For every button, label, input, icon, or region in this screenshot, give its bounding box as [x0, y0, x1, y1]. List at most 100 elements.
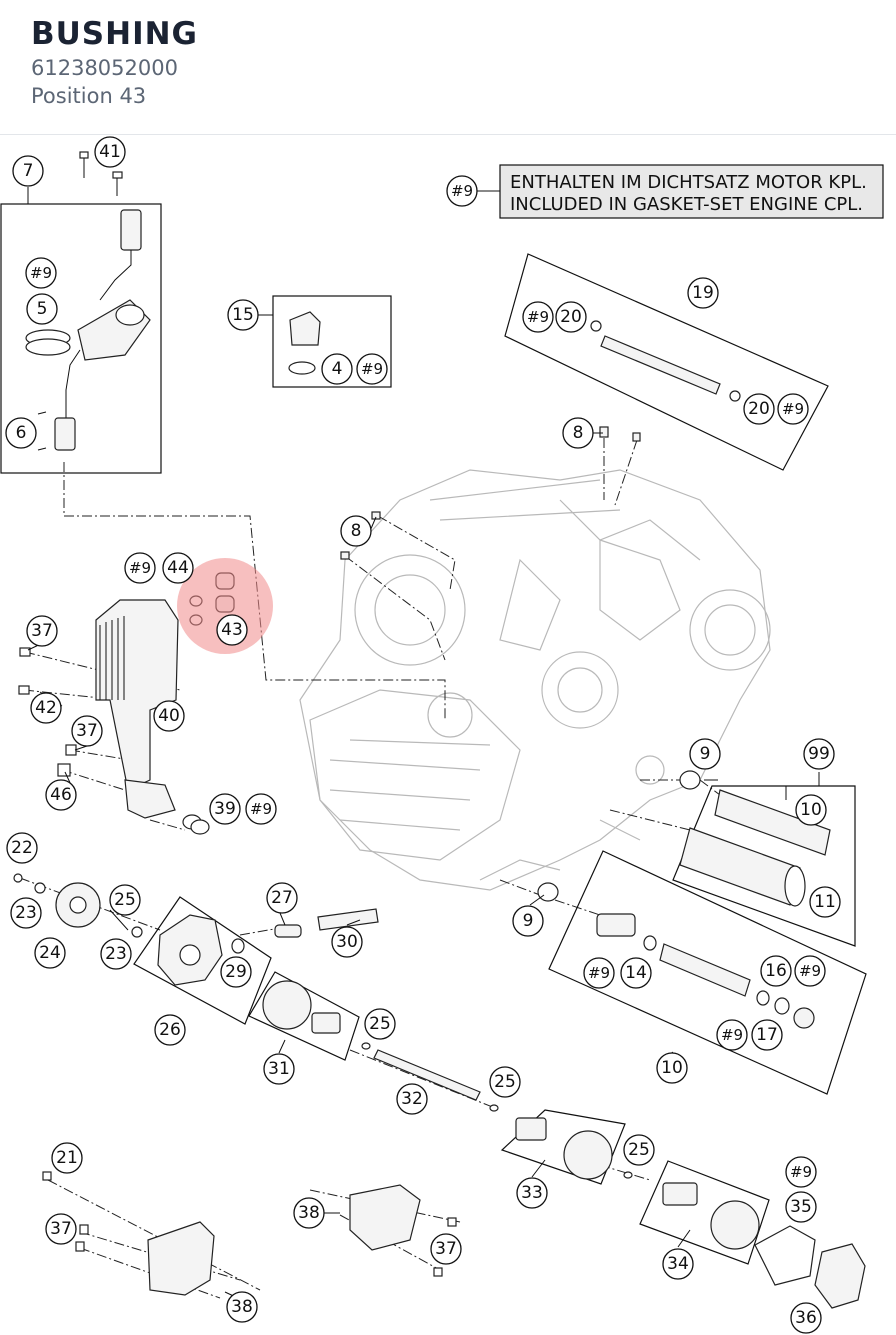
callout-9-oring[interactable]: #9: [245, 793, 277, 825]
callout-7[interactable]: 7: [12, 155, 44, 187]
svg-text:7: 7: [23, 161, 34, 181]
callout-9-cooler[interactable]: #9: [124, 552, 156, 584]
callout-34[interactable]: 34: [662, 1248, 694, 1280]
callout-9-seal-low[interactable]: 9: [512, 905, 544, 937]
svg-text:99: 99: [808, 744, 830, 764]
part-position: Position 43: [31, 84, 147, 108]
callout-29[interactable]: 29: [220, 956, 252, 988]
callout-9-shaft-left[interactable]: #9: [522, 301, 554, 333]
svg-text:25: 25: [494, 1072, 516, 1092]
callout-9-gasket[interactable]: #9: [785, 1156, 817, 1188]
svg-text:34: 34: [667, 1254, 689, 1274]
callout-25-sprocket[interactable]: 25: [109, 884, 141, 916]
callout-6[interactable]: 6: [5, 417, 37, 449]
svg-text:#9: #9: [721, 1026, 743, 1044]
svg-text:10: 10: [800, 800, 822, 820]
callout-9-seal-top[interactable]: 9: [689, 738, 721, 770]
callout-16[interactable]: 16: [760, 955, 792, 987]
callout-46[interactable]: 46: [45, 779, 77, 811]
svg-text:27: 27: [271, 888, 293, 908]
callout-30[interactable]: 30: [331, 926, 363, 958]
svg-text:4: 4: [332, 359, 343, 379]
callout-23-left[interactable]: 23: [10, 897, 42, 929]
part-number: 61238052000: [31, 56, 178, 80]
svg-text:#9: #9: [129, 559, 151, 577]
svg-text:37: 37: [435, 1239, 457, 1259]
callout-8-left[interactable]: 8: [340, 515, 372, 547]
svg-text:#9: #9: [527, 308, 549, 326]
svg-text:32: 32: [401, 1089, 423, 1109]
callout-10-filter[interactable]: 10: [795, 794, 827, 826]
callout-25-rotor[interactable]: 25: [364, 1008, 396, 1040]
callout-31[interactable]: 31: [263, 1053, 295, 1085]
callout-9-spacer-left[interactable]: #9: [583, 957, 615, 989]
callout-25-pin[interactable]: 25: [623, 1134, 655, 1166]
svg-text:24: 24: [39, 943, 61, 963]
callout-42[interactable]: 42: [30, 692, 62, 724]
callout-35[interactable]: 35: [785, 1191, 817, 1223]
callout-23-right[interactable]: 23: [100, 938, 132, 970]
callout-43[interactable]: 43: [216, 614, 248, 646]
svg-text:25: 25: [369, 1014, 391, 1034]
callout-14[interactable]: 14: [620, 957, 652, 989]
callout-32[interactable]: 32: [396, 1083, 428, 1115]
svg-text:9: 9: [523, 911, 534, 931]
svg-text:19: 19: [692, 283, 714, 303]
callout-9-shaft-right[interactable]: #9: [777, 393, 809, 425]
callout-labels: 41 7 #9 5 6 15 4 #9 #9 19 #9 20 20 #9 8 …: [5, 136, 841, 1334]
callout-17[interactable]: 17: [751, 1019, 783, 1051]
callout-37-top[interactable]: 37: [26, 615, 58, 647]
callout-15[interactable]: 15: [227, 299, 259, 331]
callout-24[interactable]: 24: [34, 937, 66, 969]
svg-text:38: 38: [231, 1297, 253, 1317]
callout-38-bottom[interactable]: 38: [226, 1291, 258, 1323]
callout-4[interactable]: 4: [321, 353, 353, 385]
callout-41[interactable]: 41: [94, 136, 126, 168]
part-header: BUSHING 61238052000 Position 43: [0, 0, 896, 135]
callout-33[interactable]: 33: [516, 1177, 548, 1209]
svg-text:20: 20: [560, 307, 582, 327]
callout-37-bottom-left[interactable]: 37: [45, 1213, 77, 1245]
callout-44[interactable]: 44: [162, 552, 194, 584]
callout-9-plug[interactable]: #9: [716, 1019, 748, 1051]
svg-text:5: 5: [37, 299, 48, 319]
callout-19[interactable]: 19: [687, 277, 719, 309]
svg-text:37: 37: [31, 621, 53, 641]
callout-39[interactable]: 39: [209, 793, 241, 825]
callout-9-spacer-right[interactable]: #9: [794, 955, 826, 987]
callout-40[interactable]: 40: [153, 700, 185, 732]
callout-9-cap[interactable]: #9: [356, 353, 388, 385]
callout-20-left[interactable]: 20: [555, 301, 587, 333]
callout-26[interactable]: 26: [154, 1014, 186, 1046]
svg-text:46: 46: [50, 785, 72, 805]
callout-20-right[interactable]: 20: [743, 393, 775, 425]
callout-36[interactable]: 36: [790, 1302, 822, 1334]
callout-5[interactable]: 5: [26, 293, 58, 325]
svg-text:10: 10: [661, 1058, 683, 1078]
svg-text:21: 21: [56, 1148, 78, 1168]
svg-text:38: 38: [298, 1203, 320, 1223]
callout-99[interactable]: 99: [803, 738, 835, 770]
svg-text:9: 9: [700, 744, 711, 764]
callout-25-shaft[interactable]: 25: [489, 1066, 521, 1098]
callout-22[interactable]: 22: [6, 832, 38, 864]
note-line-english: INCLUDED IN GASKET-SET ENGINE CPL.: [510, 194, 863, 215]
callout-37-mid[interactable]: 37: [71, 715, 103, 747]
callout-9-sensor[interactable]: #9: [25, 257, 57, 289]
callout-37-bottom-right[interactable]: 37: [430, 1233, 462, 1265]
callout-9-note[interactable]: #9: [446, 175, 478, 207]
engine-crankcase-drawing: [299, 469, 771, 891]
callout-8-top[interactable]: 8: [562, 417, 594, 449]
callout-38-middle[interactable]: 38: [293, 1197, 325, 1229]
svg-text:15: 15: [232, 305, 254, 325]
callout-10-spacer[interactable]: 10: [656, 1052, 688, 1084]
svg-text:22: 22: [11, 838, 33, 858]
callout-11[interactable]: 11: [809, 886, 841, 918]
callout-21[interactable]: 21: [51, 1142, 83, 1174]
svg-text:35: 35: [790, 1197, 812, 1217]
svg-text:39: 39: [214, 799, 236, 819]
callout-27[interactable]: 27: [266, 882, 298, 914]
svg-text:#9: #9: [588, 964, 610, 982]
svg-text:6: 6: [16, 423, 27, 443]
svg-text:29: 29: [225, 962, 247, 982]
